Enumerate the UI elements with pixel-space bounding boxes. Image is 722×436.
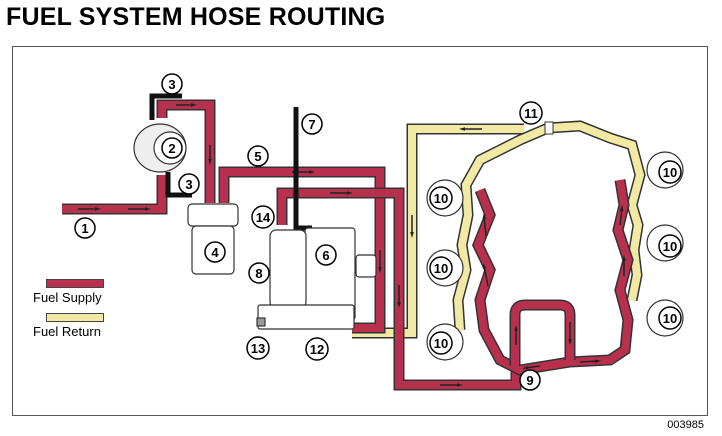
legend-swatch-fuel-return (46, 313, 104, 322)
water-separating-filter (187, 203, 239, 275)
fuel-filter (256, 229, 355, 330)
legend-label-fuel-return: Fuel Return (33, 324, 101, 339)
svg-text:10: 10 (434, 191, 448, 206)
svg-text:6: 6 (322, 248, 329, 263)
callout-10-left-bottom: 10 (429, 331, 453, 355)
svg-text:9: 9 (526, 373, 533, 388)
callout-11: 11 (519, 101, 543, 125)
legend-label-fuel-supply: Fuel Supply (33, 290, 102, 305)
svg-text:14: 14 (256, 210, 271, 225)
svg-text:11: 11 (524, 106, 538, 121)
diagram-frame (12, 46, 708, 416)
vent-hose-3-bottom (165, 172, 192, 198)
callout-1: 1 (74, 217, 96, 239)
legend-swatch-fuel-supply (46, 279, 104, 288)
figure-number: 003985 (667, 419, 704, 431)
svg-text:13: 13 (251, 341, 265, 356)
svg-text:10: 10 (663, 311, 677, 326)
svg-text:1: 1 (81, 221, 88, 236)
flow-arrows (78, 103, 626, 387)
svg-text:8: 8 (255, 266, 262, 281)
svg-text:3: 3 (185, 177, 192, 192)
svg-text:2: 2 (168, 141, 175, 156)
callout-3-bottom: 3 (178, 173, 200, 195)
callout-2: 2 (161, 137, 183, 159)
callout-7: 7 (301, 113, 323, 135)
supply-hose-left-bank (471, 179, 634, 376)
vent-hose-3-top (149, 93, 182, 120)
svg-text:3: 3 (168, 77, 175, 92)
page-title: FUEL SYSTEM HOSE ROUTING (6, 3, 386, 31)
callout-12: 12 (305, 337, 329, 361)
callout-10-right-top: 10 (658, 160, 682, 184)
svg-text:4: 4 (211, 245, 219, 260)
supply-hose-inlet (62, 175, 168, 215)
svg-text:7: 7 (308, 117, 315, 132)
return-fitting (544, 121, 554, 135)
callout-8: 8 (248, 262, 270, 284)
callout-10-left-top: 10 (429, 186, 453, 210)
callout-14: 14 (251, 205, 275, 229)
fuel-supply-hoses (62, 99, 634, 391)
callout-6: 6 (315, 244, 337, 266)
callout-9: 9 (519, 369, 541, 391)
supply-hose-loop (509, 299, 576, 366)
callout-5: 5 (247, 145, 269, 167)
callout-13: 13 (246, 336, 270, 360)
callout-10-right-middle: 10 (658, 234, 682, 258)
svg-text:10: 10 (663, 165, 677, 180)
svg-text:10: 10 (434, 261, 448, 276)
svg-text:10: 10 (434, 336, 448, 351)
callout-10-left-middle: 10 (429, 256, 453, 280)
svg-text:12: 12 (310, 342, 324, 357)
svg-text:10: 10 (663, 239, 677, 254)
callouts: 1 2 3 3 4 5 6 7 8 9 10 10 10 10 10 10 11… (74, 73, 682, 391)
callout-4: 4 (204, 241, 226, 263)
svg-text:5: 5 (254, 149, 261, 164)
callout-3-top: 3 (161, 73, 183, 95)
callout-10-right-bottom: 10 (658, 306, 682, 330)
